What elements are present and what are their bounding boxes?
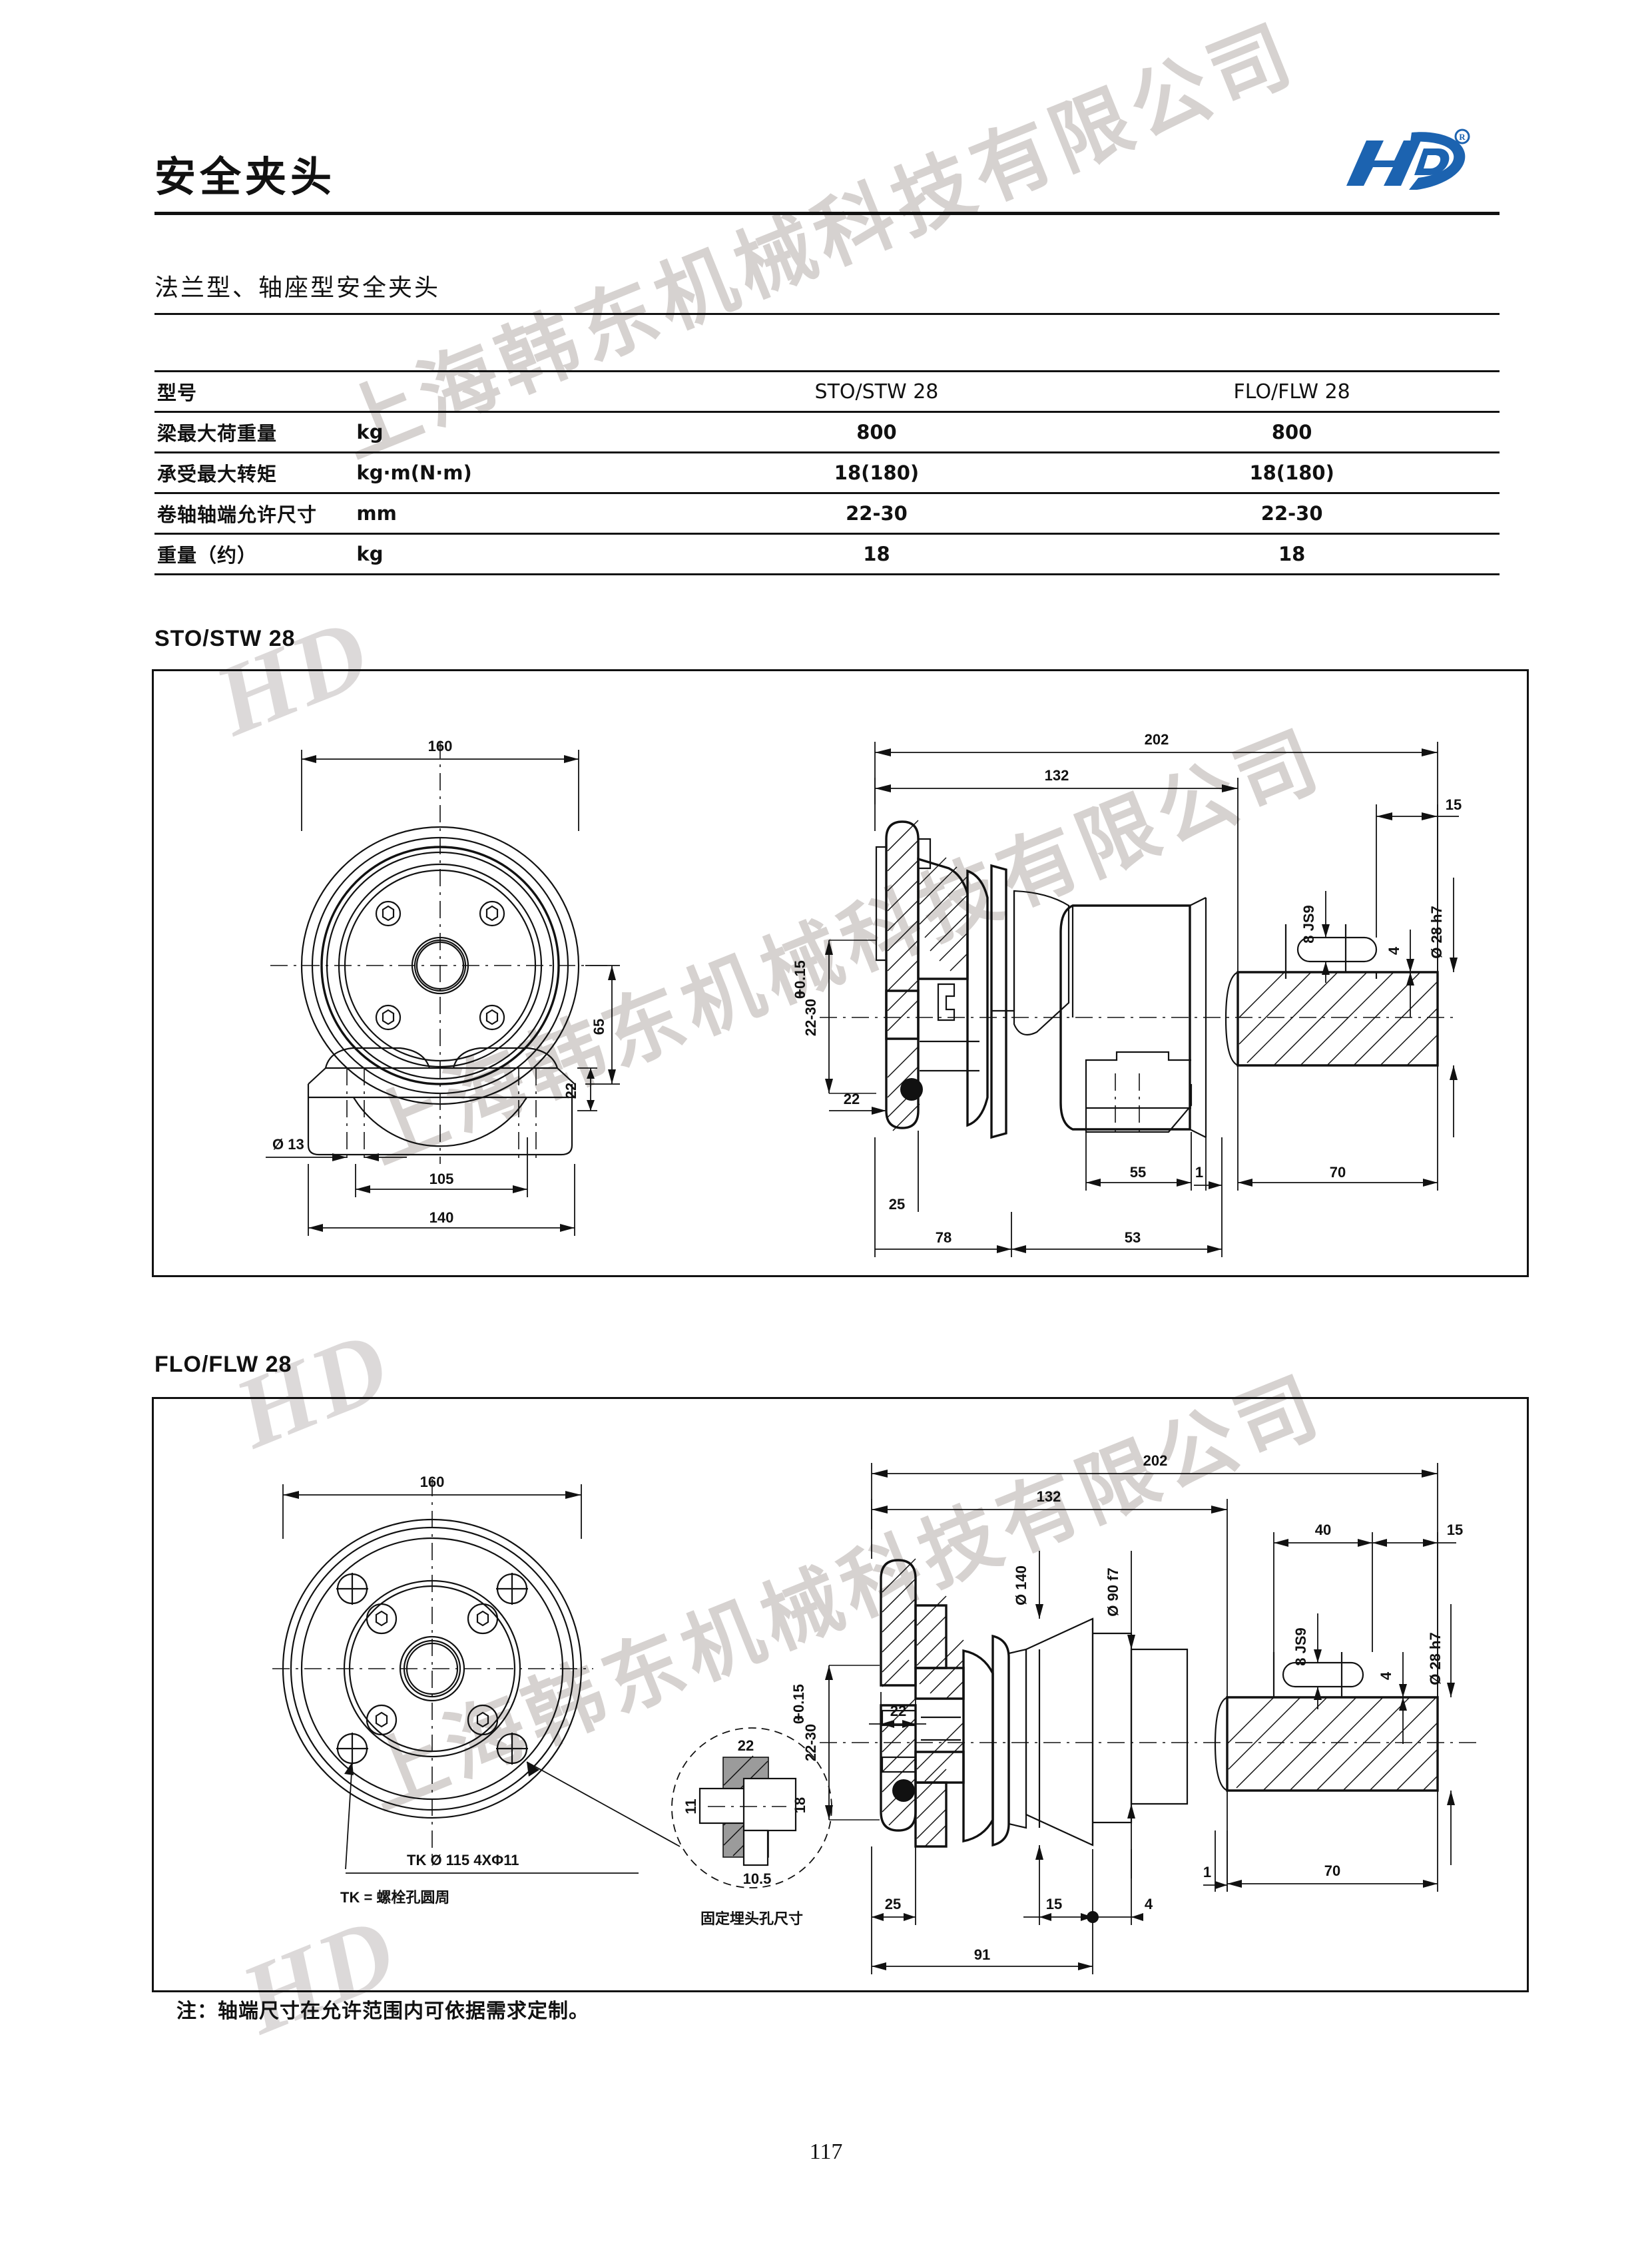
table-row-max-torque: 承受最大转矩 kg·m(N·m) 18(180) 18(180) [154, 451, 1500, 493]
table-row-model: 型号 STO/STW 28 FLO/FLW 28 [154, 370, 1500, 412]
drawing-box-flo: 160 TK Ø 115 4XΦ11 TK = 螺栓孔圆周 [152, 1397, 1529, 1992]
svg-text:22-30: 22-30 [802, 1724, 819, 1761]
spec-table: 型号 STO/STW 28 FLO/FLW 28 梁最大荷重量 kg 800 8… [154, 370, 1500, 575]
row-unit: kg [356, 533, 669, 575]
row-unit: kg [356, 411, 669, 453]
svg-text:8 JS9: 8 JS9 [1292, 1627, 1309, 1666]
cell-flo: 18(180) [1084, 451, 1500, 493]
svg-text:R: R [1459, 132, 1466, 142]
col-header-flo: FLO/FLW 28 [1084, 370, 1500, 412]
page-number: 117 [809, 2139, 843, 2164]
table-row-shaft-size: 卷轴轴端允许尺寸 mm 22-30 22-30 [154, 492, 1500, 534]
drawing-caption-flo: FLO/FLW 28 [154, 1352, 292, 1377]
header-rule-bottom [154, 313, 1500, 315]
drawing-box-sto: 160 65 22 Ø 13 [152, 669, 1529, 1277]
row-label: 卷轴轴端允许尺寸 [154, 492, 357, 534]
svg-text:25: 25 [885, 1896, 901, 1912]
svg-text:70: 70 [1330, 1164, 1346, 1181]
svg-text:4: 4 [1386, 946, 1402, 955]
svg-text:+0.15: +0.15 [792, 960, 808, 997]
svg-text:160: 160 [420, 1474, 445, 1490]
col-header-sto: STO/STW 28 [669, 370, 1085, 412]
cell-flo: 800 [1084, 411, 1500, 453]
svg-text:55: 55 [1130, 1164, 1146, 1181]
svg-text:Ø 90 f7: Ø 90 f7 [1105, 1567, 1121, 1616]
cell-flo: 18 [1084, 533, 1500, 575]
svg-text:25: 25 [889, 1196, 905, 1213]
svg-text:Ø 28 h7: Ø 28 h7 [1428, 906, 1445, 958]
row-unit: mm [356, 492, 669, 534]
svg-text:15: 15 [1446, 796, 1462, 813]
svg-text:160: 160 [428, 738, 453, 754]
detail-dim-22: 22 [738, 1737, 754, 1754]
sto-section-view: 202 132 15 8 JS9 [792, 731, 1462, 1257]
svg-text:22: 22 [844, 1091, 860, 1107]
row-label: 梁最大荷重量 [154, 411, 357, 453]
svg-text:132: 132 [1045, 767, 1069, 784]
row-unit [356, 370, 669, 412]
svg-text:+0.15: +0.15 [790, 1684, 807, 1721]
cell-sto: 800 [669, 411, 1085, 453]
detail-dim-18: 18 [792, 1797, 808, 1813]
flo-front-view: 160 TK Ø 115 4XΦ11 TK = 螺栓孔圆周 [272, 1474, 681, 1906]
detail-dim-11: 11 [683, 1799, 699, 1814]
header-rule-top [154, 212, 1500, 215]
page-title: 安全夹头 [154, 152, 336, 201]
footer-note: 注：轴端尺寸在允许范围内可依据需求定制。 [176, 2000, 589, 2023]
svg-text:8 JS9: 8 JS9 [1300, 905, 1317, 944]
tk-callout-line1: TK Ø 115 4XΦ11 [407, 1852, 519, 1868]
svg-text:4: 4 [1378, 1671, 1394, 1680]
sto-front-view: 160 65 22 Ø 13 [266, 738, 620, 1236]
svg-text:202: 202 [1143, 1452, 1168, 1469]
page-subtitle: 法兰型、轴座型安全夹头 [154, 274, 441, 302]
svg-text:40: 40 [1315, 1522, 1331, 1538]
svg-text:0: 0 [790, 1716, 807, 1724]
svg-text:202: 202 [1145, 731, 1169, 748]
flo-section-view: 202 132 Ø 140 Ø 90 f7 [790, 1452, 1479, 1974]
sto-bolt-circle [375, 900, 505, 1031]
svg-text:91: 91 [974, 1946, 990, 1963]
cell-sto: 22-30 [669, 492, 1085, 534]
table-row-weight: 重量（约） kg 18 18 [154, 533, 1500, 575]
svg-text:78: 78 [936, 1229, 952, 1246]
flo-socket-screws [366, 1603, 499, 1736]
svg-text:22: 22 [890, 1703, 906, 1719]
svg-text:132: 132 [1037, 1488, 1061, 1505]
svg-text:Ø 13: Ø 13 [272, 1136, 304, 1153]
hd-logo: R [1345, 129, 1472, 195]
svg-text:53: 53 [1125, 1229, 1141, 1246]
row-label: 重量（约） [154, 533, 357, 575]
svg-text:65: 65 [591, 1019, 607, 1035]
row-unit: kg·m(N·m) [356, 451, 669, 493]
svg-text:105: 105 [429, 1171, 454, 1187]
table-row-max-load: 梁最大荷重量 kg 800 800 [154, 411, 1500, 453]
cell-sto: 18(180) [669, 451, 1085, 493]
svg-text:140: 140 [429, 1209, 454, 1226]
svg-text:0: 0 [792, 991, 808, 999]
row-label: 型号 [154, 370, 357, 412]
drawing-caption-sto: STO/STW 28 [154, 626, 296, 651]
svg-text:70: 70 [1324, 1862, 1340, 1879]
row-label: 承受最大转矩 [154, 451, 357, 493]
svg-text:4: 4 [1145, 1896, 1153, 1912]
cell-sto: 18 [669, 533, 1085, 575]
detail-bubble-title: 固定埋头孔尺寸 [700, 1910, 803, 1927]
svg-text:22: 22 [563, 1083, 579, 1099]
cell-flo: 22-30 [1084, 492, 1500, 534]
detail-dim-105: 10.5 [743, 1870, 772, 1887]
svg-text:1: 1 [1203, 1864, 1211, 1880]
tk-callout-line2: TK = 螺栓孔圆周 [340, 1889, 449, 1906]
svg-text:1: 1 [1195, 1164, 1203, 1181]
svg-text:Ø 140: Ø 140 [1013, 1565, 1029, 1605]
svg-text:22-30: 22-30 [802, 999, 819, 1036]
svg-text:15: 15 [1447, 1522, 1463, 1538]
svg-text:15: 15 [1046, 1896, 1062, 1912]
svg-text:Ø 28 h7: Ø 28 h7 [1427, 1632, 1444, 1685]
